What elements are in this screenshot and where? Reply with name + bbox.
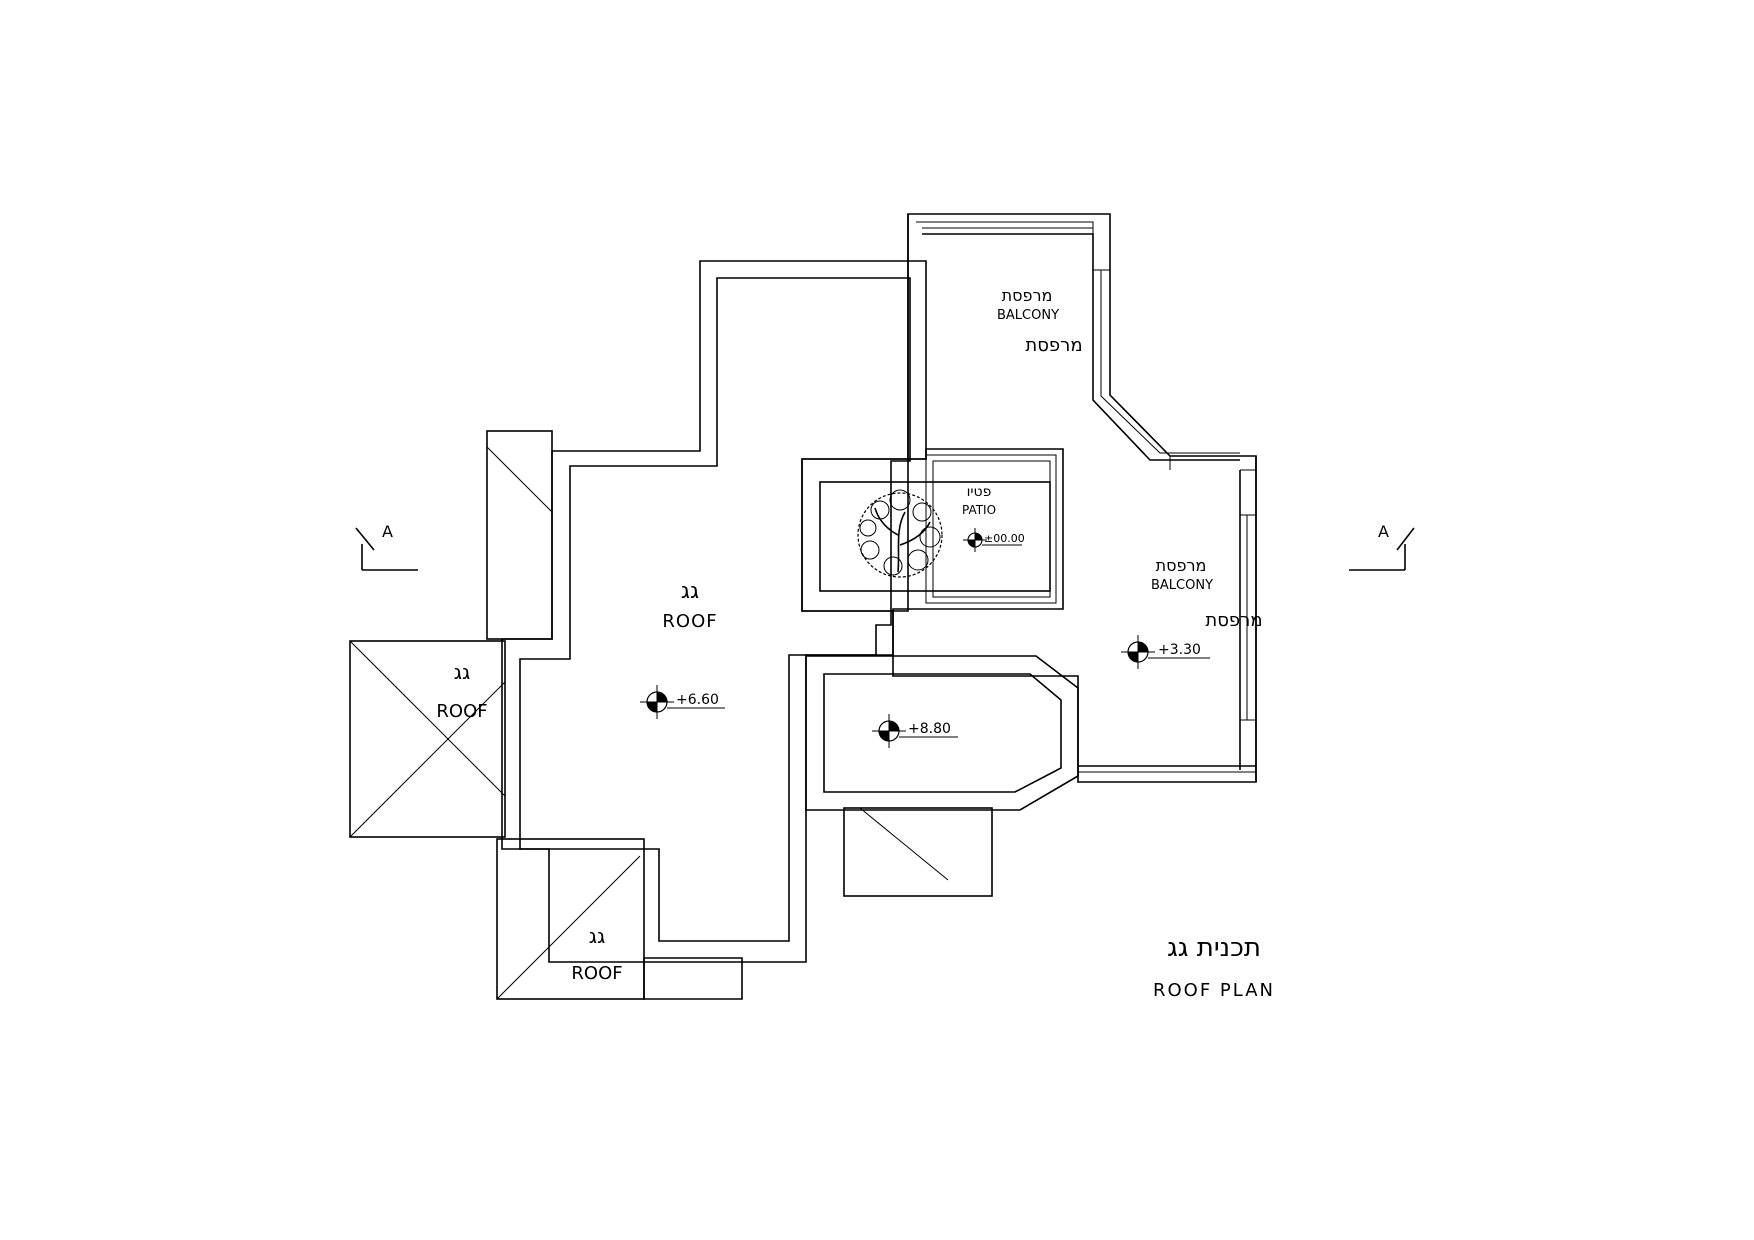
patio-outline [801, 448, 1064, 612]
tile-roof-west [349, 640, 506, 838]
level-marker-balcony: +3.30 [1121, 635, 1210, 669]
balcony-right-label-he: מרפסת [1156, 556, 1207, 575]
upper-roof-outline [805, 655, 1079, 811]
balcony-right-label-he2: מרפסת [1205, 610, 1262, 631]
section-label-left: A [382, 522, 393, 541]
section-marker-left: A [355, 522, 418, 571]
tile-roof-left-label-en: ROOF [436, 701, 487, 722]
level-label-roof-upper: +8.80 [908, 721, 951, 737]
tile-roof-north-strip [486, 430, 553, 640]
plan-title-en: ROOF PLAN [1153, 980, 1275, 1001]
tile-roof-southeast [843, 807, 993, 897]
level-label-roof-main: +6.60 [676, 692, 719, 708]
patio-label-he: פטיו [967, 484, 992, 500]
level-label-balcony: +3.30 [1158, 642, 1201, 658]
level-marker-roof-main: +6.60 [640, 685, 725, 719]
plan-title-he: תכנית גג [1167, 933, 1261, 963]
balcony-top-label-en: BALCONY [997, 308, 1059, 323]
balcony-right-label-en: BALCONY [1151, 578, 1213, 593]
balcony-top-label-he: מרפסת [1002, 286, 1053, 305]
level-label-patio: ±00.00 [984, 532, 1025, 545]
balcony-top-label-he2: מרפסת [1025, 335, 1082, 356]
tile-roof-south [496, 838, 743, 1000]
main-roof-label-en: ROOF [662, 611, 717, 632]
section-label-right: A [1378, 522, 1389, 541]
patio-label-en: PATIO [962, 503, 996, 517]
tile-roof-left-label-he: גג [454, 660, 470, 684]
level-marker-roof-upper: +8.80 [872, 714, 958, 748]
tile-roof-bottom-label-en: ROOF [571, 963, 622, 984]
tree-icon [857, 489, 943, 578]
main-roof-label-he: גג [681, 579, 699, 604]
balcony-outline [892, 213, 1257, 783]
tile-roof-bottom-label-he: גג [589, 924, 605, 948]
level-marker-patio: ±00.00 [963, 528, 1025, 552]
section-marker-right: A [1349, 522, 1415, 571]
